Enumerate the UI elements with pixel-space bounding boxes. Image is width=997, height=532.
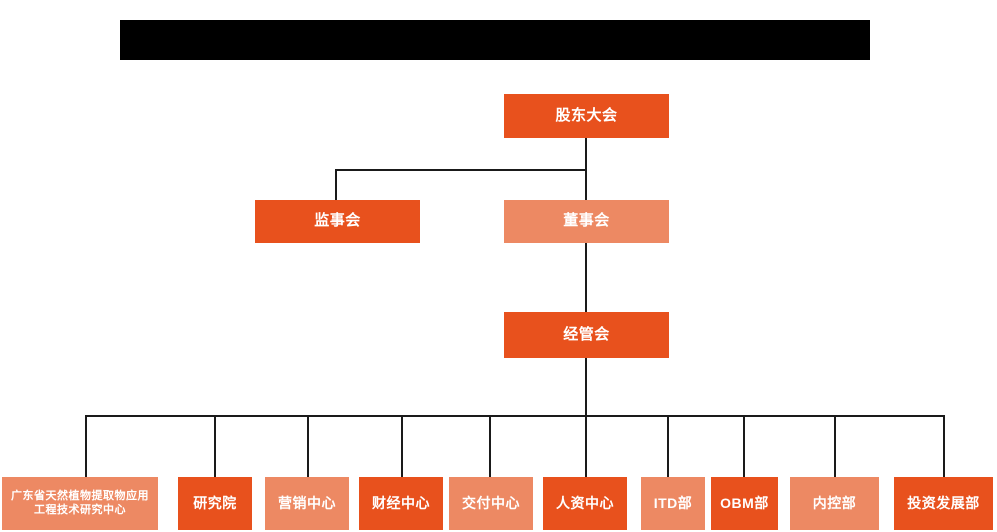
node-label-management-committee: 经管会 (563, 325, 610, 343)
connector-board-to-management (585, 240, 587, 312)
connector-drop-finance-center (401, 415, 403, 477)
node-label-guangdong-research-center: 广东省天然植物提取物应用工程技术研究中心 (11, 489, 149, 516)
node-label-board-of-directors: 董事会 (563, 212, 610, 230)
connector-drop-guangdong-research-center (85, 415, 87, 477)
redacted-title-bar (120, 20, 870, 60)
node-delivery-center[interactable]: 交付中心 (449, 477, 533, 530)
node-management-committee[interactable]: 经管会 (504, 312, 669, 358)
connector-drop-marketing-center (307, 415, 309, 477)
connector-drop-hr-center (585, 415, 587, 477)
node-supervisory-board[interactable]: 监事会 (255, 200, 420, 243)
connector-department-bus (85, 415, 945, 417)
node-shareholders-meeting[interactable]: 股东大会 (504, 94, 669, 138)
node-label-supervisory-board: 监事会 (314, 212, 361, 230)
connector-drop-itd-department (667, 415, 669, 477)
node-label-research-institute: 研究院 (193, 494, 237, 511)
node-obm-department[interactable]: OBM部 (711, 477, 778, 530)
connector-drop-delivery-center (489, 415, 491, 477)
connector-drop-investment-development-department (943, 415, 945, 477)
node-label-itd-department: ITD部 (653, 494, 693, 511)
connector-to-supervisory-board (335, 169, 337, 200)
node-label-finance-center: 财经中心 (372, 494, 430, 511)
node-investment-development-department[interactable]: 投资发展部 (894, 477, 993, 530)
node-itd-department[interactable]: ITD部 (641, 477, 705, 530)
node-label-investment-development-department: 投资发展部 (907, 494, 980, 511)
node-research-institute[interactable]: 研究院 (178, 477, 252, 530)
connector-level2-bus (335, 169, 587, 171)
node-hr-center[interactable]: 人资中心 (543, 477, 627, 530)
node-label-marketing-center: 营销中心 (278, 494, 336, 511)
connector-drop-research-institute (214, 415, 216, 477)
node-marketing-center[interactable]: 营销中心 (265, 477, 349, 530)
connector-management-down (585, 358, 587, 416)
node-label-hr-center: 人资中心 (556, 494, 614, 511)
connector-drop-obm-department (743, 415, 745, 477)
node-label-internal-control-department: 内控部 (812, 494, 857, 511)
node-label-delivery-center: 交付中心 (462, 494, 520, 511)
connector-to-board-of-directors (585, 169, 587, 200)
node-label-obm-department: OBM部 (720, 494, 769, 511)
node-finance-center[interactable]: 财经中心 (359, 477, 443, 530)
node-internal-control-department[interactable]: 内控部 (790, 477, 879, 530)
connector-shareholders-down (585, 138, 587, 171)
node-guangdong-research-center[interactable]: 广东省天然植物提取物应用工程技术研究中心 (2, 477, 158, 530)
node-board-of-directors[interactable]: 董事会 (504, 200, 669, 243)
connector-drop-internal-control-department (834, 415, 836, 477)
node-label-shareholders-meeting: 股东大会 (555, 106, 618, 124)
